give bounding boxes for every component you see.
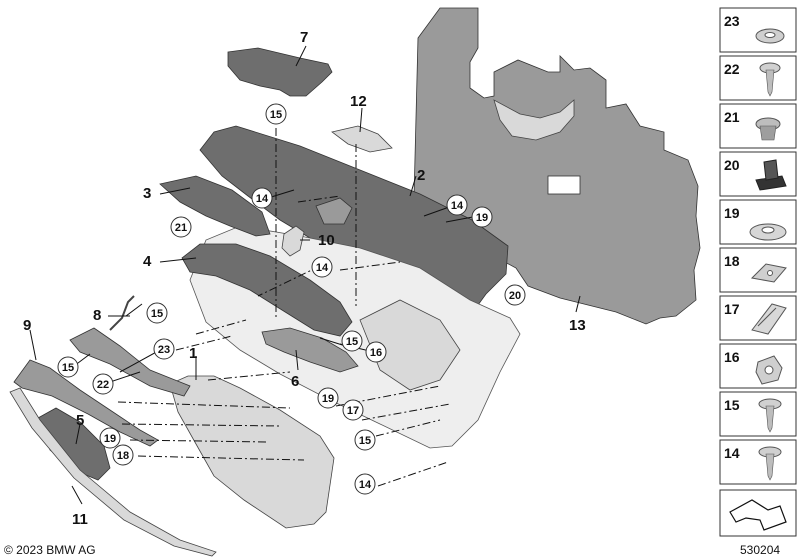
legend-item-21: 21 (719, 103, 797, 149)
callout-numbers: 1 2 3 4 5 6 7 8 9 10 11 12 13 (23, 29, 586, 528)
fastener-legend: 23 22 21 20 (719, 7, 797, 537)
svg-text:15: 15 (359, 435, 371, 447)
circled-callout-17: 17 (342, 399, 364, 421)
legend-item-22: 22 (719, 55, 797, 101)
circled-callouts: 15 14 21 14 19 14 20 15 23 15 22 15 16 1… (57, 103, 526, 495)
trim-part-4 (181, 243, 353, 337)
legend-item-direction (719, 489, 797, 537)
circled-callout-15: 15 (341, 330, 363, 352)
diagram-number: 530204 (740, 543, 780, 557)
direction-arrow-icon (729, 499, 787, 531)
svg-text:19: 19 (104, 433, 116, 445)
trim-part-12 (331, 125, 393, 153)
svg-text:15: 15 (346, 336, 358, 348)
svg-text:14: 14 (316, 262, 329, 274)
legend-item-20: 20 (719, 151, 797, 197)
bottom-trim-strip-11 (9, 387, 217, 557)
circled-callout-21: 21 (170, 216, 192, 238)
circled-callout-19: 19 (471, 206, 493, 228)
svg-text:14: 14 (724, 445, 740, 461)
legend-item-14: 14 (719, 439, 797, 485)
washer-screw-icon (758, 446, 782, 481)
svg-text:14: 14 (359, 479, 372, 491)
svg-text:16: 16 (370, 347, 382, 359)
legend-item-16: 16 (719, 343, 797, 389)
expansion-nut-icon (755, 355, 783, 385)
retainer-icon (755, 159, 787, 191)
flange-screw-icon (758, 398, 782, 433)
svg-text:15: 15 (62, 362, 74, 374)
svg-text:17: 17 (347, 405, 359, 417)
svg-text:19: 19 (322, 393, 334, 405)
circled-callout-14: 14 (251, 187, 273, 209)
callout-6: 6 (291, 373, 299, 390)
svg-text:15: 15 (270, 109, 282, 121)
mounting-brackets (69, 327, 191, 397)
svg-text:22: 22 (97, 379, 109, 391)
circled-callout-15: 15 (265, 103, 287, 125)
circled-callout-23: 23 (153, 338, 175, 360)
metal-clip-icon (751, 303, 787, 335)
circled-callout-18: 18 (112, 444, 134, 466)
svg-text:20: 20 (724, 157, 740, 173)
lower-door-panel (169, 375, 335, 529)
callout-8: 8 (93, 307, 101, 324)
svg-text:20: 20 (509, 290, 521, 302)
circled-callout-14: 14 (311, 256, 333, 278)
trim-part-6 (261, 327, 359, 373)
circled-callout-20: 20 (504, 284, 526, 306)
handle-part-10 (281, 225, 305, 257)
svg-text:14: 14 (256, 193, 269, 205)
circled-callout-15: 15 (57, 356, 79, 378)
spring-nut-icon (749, 223, 787, 241)
callout-13: 13 (569, 317, 586, 334)
callout-11: 11 (72, 511, 88, 528)
legend-item-19: 19 (719, 199, 797, 245)
callout-1: 1 (189, 345, 197, 362)
svg-text:17: 17 (724, 301, 740, 317)
callout-12: 12 (350, 93, 367, 110)
svg-text:22: 22 (724, 61, 740, 77)
circled-callout-19: 19 (99, 427, 121, 449)
svg-text:19: 19 (724, 205, 740, 221)
callout-7: 7 (300, 29, 308, 46)
circled-callout-14: 14 (354, 473, 376, 495)
circled-callout-15: 15 (146, 302, 168, 324)
callout-4: 4 (143, 253, 152, 270)
copyright-text: © 2023 BMW AG (4, 543, 96, 557)
screw-icon (759, 62, 781, 97)
legend-item-18: 18 (719, 247, 797, 293)
svg-text:16: 16 (724, 349, 740, 365)
svg-text:19: 19 (476, 212, 488, 224)
callout-10: 10 (318, 232, 335, 249)
bracket-clip-icon (750, 263, 787, 283)
callout-5: 5 (76, 412, 84, 429)
trim-part-7 (227, 47, 333, 97)
svg-text:21: 21 (724, 109, 740, 125)
svg-text:15: 15 (724, 397, 740, 413)
circled-callout-16: 16 (365, 341, 387, 363)
callout-3: 3 (143, 185, 151, 202)
circled-callout-22: 22 (92, 373, 114, 395)
callout-2: 2 (417, 167, 425, 184)
svg-text:14: 14 (451, 200, 464, 212)
legend-item-23: 23 (719, 7, 797, 53)
circled-callout-19: 19 (317, 387, 339, 409)
legend-item-17: 17 (719, 295, 797, 341)
svg-text:21: 21 (175, 222, 187, 234)
svg-text:18: 18 (724, 253, 740, 269)
bracket-wire-8 (109, 295, 135, 331)
svg-text:18: 18 (117, 450, 129, 462)
circled-callout-15: 15 (354, 429, 376, 451)
svg-text:23: 23 (724, 13, 740, 29)
trim-part-3 (159, 175, 271, 237)
circled-callout-14: 14 (446, 194, 468, 216)
callout-9: 9 (23, 317, 31, 334)
legend-item-15: 15 (719, 391, 797, 437)
svg-text:15: 15 (151, 308, 163, 320)
svg-text:23: 23 (158, 344, 170, 356)
clip-icon (755, 117, 781, 141)
